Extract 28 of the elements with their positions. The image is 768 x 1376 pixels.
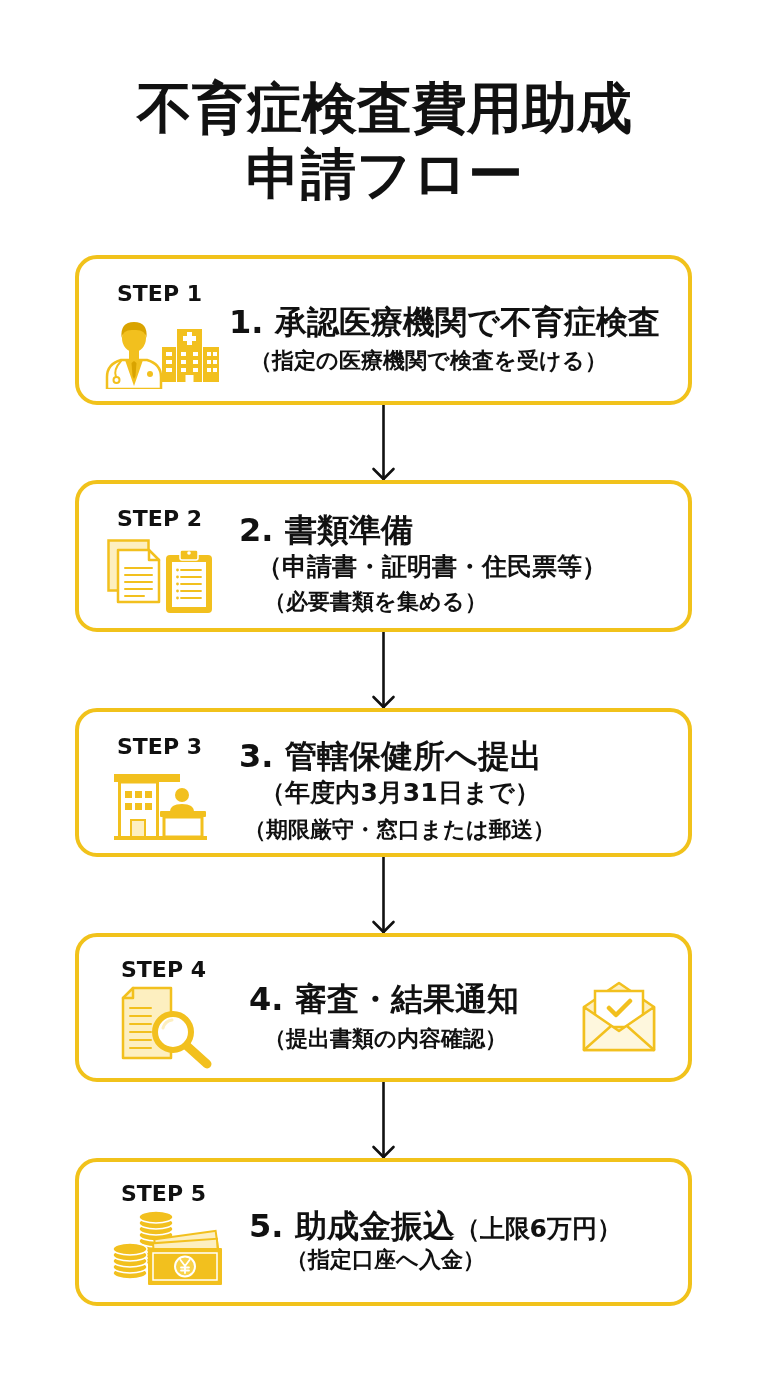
step-description: （提出書類の内容確認） bbox=[263, 1025, 507, 1053]
step-label: STEP 2 bbox=[117, 505, 202, 533]
step-card bbox=[75, 933, 692, 1082]
step-label: STEP 4 bbox=[121, 956, 206, 984]
amount-note: （上限6万円） bbox=[454, 1213, 622, 1244]
step-label: STEP 3 bbox=[117, 733, 202, 761]
arrow bbox=[372, 1082, 395, 1159]
step-title: 2. 書類準備 bbox=[239, 510, 413, 550]
step-label: STEP 5 bbox=[121, 1180, 206, 1208]
step-card bbox=[75, 480, 692, 632]
step-description: （申請書・証明書・住民票等） bbox=[257, 552, 607, 582]
step-title: 4. 審査・結果通知 bbox=[249, 979, 519, 1019]
step-title: 3. 管轄保健所へ提出 bbox=[239, 736, 542, 776]
step-description: （年度内3月31日まで） bbox=[260, 778, 540, 808]
step-card bbox=[75, 1158, 692, 1306]
step-description: （期限厳守・窓口または郵送） bbox=[243, 816, 555, 844]
step-title: 1. 承認医療機関で不育症検査 bbox=[229, 302, 660, 342]
step-label: STEP 1 bbox=[117, 280, 202, 308]
arrow bbox=[372, 405, 395, 481]
step-description: （指定の医療機関で検査を受ける） bbox=[249, 347, 607, 375]
step-description: （必要書類を集める） bbox=[263, 588, 487, 616]
arrow bbox=[372, 857, 395, 934]
step-card bbox=[75, 255, 692, 405]
step-description: （指定口座へ入金） bbox=[285, 1246, 485, 1274]
arrow bbox=[372, 632, 395, 709]
title: 不育症検査費用助成申請フロー bbox=[135, 75, 633, 207]
step-card bbox=[75, 708, 692, 857]
step-title: 5. 助成金振込 bbox=[249, 1206, 455, 1246]
